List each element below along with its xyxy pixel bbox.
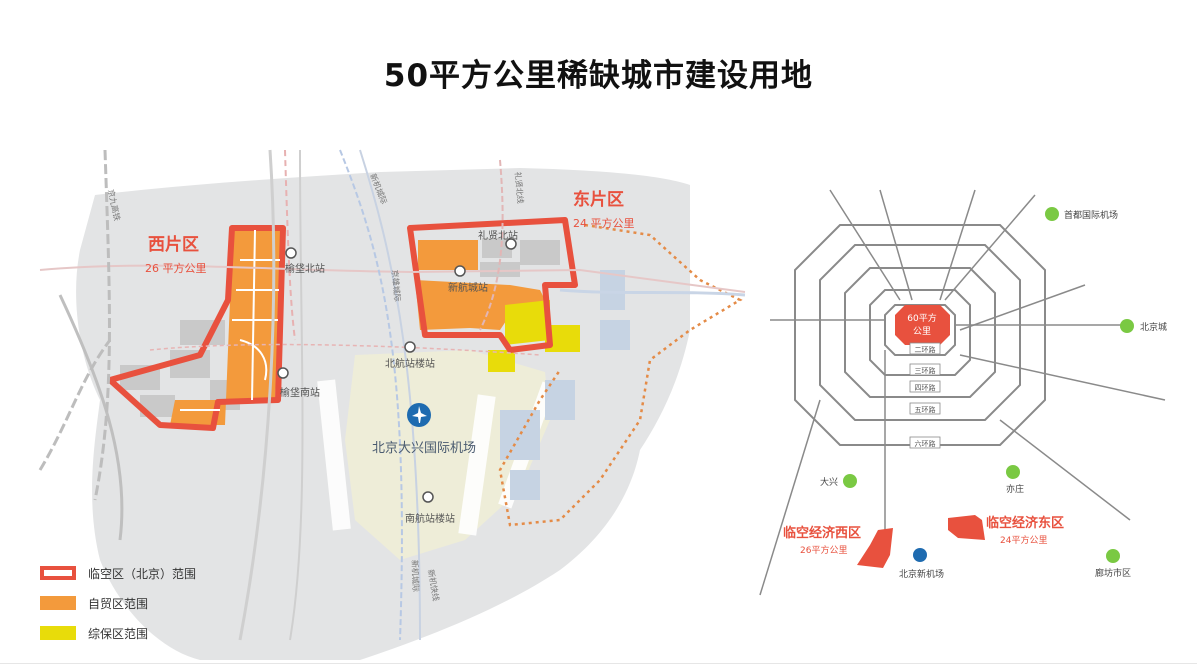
map-legend: 临空区（北京）范围 自贸区范围 综保区范围 (40, 558, 196, 648)
west-zone-area: 26 平方公里 (145, 261, 207, 275)
legend-label-boundary: 临空区（北京）范围 (88, 566, 197, 581)
right-east-zone-name: 临空经济东区 (986, 515, 1064, 531)
metro-icon-nanhang (422, 491, 434, 503)
station-icon-yufa-north (285, 247, 297, 259)
bottom-divider (0, 663, 1197, 664)
place-markers (843, 207, 1134, 563)
ring-label-4: 四环路 (915, 383, 936, 392)
center-box (895, 305, 950, 345)
blue-blocks-east (500, 270, 630, 500)
right-east-zone-shape (948, 515, 985, 540)
station-label-nanhang: 南航站楼站 (405, 512, 455, 525)
west-zone-boundary (107, 225, 286, 431)
legend-item-bonded: 综保区范围 (40, 618, 196, 648)
right-west-zone-shape (857, 528, 893, 568)
station-label-lixian-north: 礼贤北站 (478, 229, 518, 242)
station-icon-lixian-north (505, 238, 517, 250)
ring-label-3: 三环路 (915, 366, 936, 375)
right-west-zone-area: 26平方公里 (800, 544, 847, 556)
legend-swatch-ftz (40, 596, 76, 610)
rail-label-xinjicheng-bottom: 新机城际 (410, 560, 421, 592)
station-label-xinhang-city: 新航城站 (448, 281, 488, 294)
label-langfang: 廊坊市区 (1095, 567, 1131, 579)
radial-roads (759, 189, 1166, 596)
yizhuang-dot (1006, 465, 1020, 479)
label-beijing-east: 北京城 (1140, 321, 1167, 333)
legend-label-bonded: 综保区范围 (88, 626, 149, 641)
langfang-dot (1106, 549, 1120, 563)
label-yizhuang: 亦庄 (1006, 483, 1024, 495)
label-capital-airport: 首都国际机场 (1064, 209, 1118, 221)
center-box-line1: 60平方 (907, 312, 936, 324)
planning-boundary-dotted (498, 223, 743, 527)
station-markers (277, 238, 517, 503)
ring-labels: 二环路 三环路 四环路 五环路 六环路 (909, 342, 941, 449)
legend-swatch-bonded (40, 626, 76, 640)
east-zone-orange (415, 280, 545, 330)
east-zone-yellow (505, 300, 550, 345)
station-label-beihang: 北航站楼站 (385, 357, 435, 370)
capital-airport-icon (1045, 207, 1059, 221)
right-west-zone-name: 临空经济西区 (783, 525, 861, 541)
new-airport-icon (913, 548, 927, 562)
legend-item-boundary: 临空区（北京）范围 (40, 558, 196, 588)
label-new-airport: 北京新机场 (899, 568, 944, 580)
west-zone-streets (180, 229, 280, 411)
east-zone-boundary (407, 217, 578, 353)
plane-glyph (412, 406, 427, 423)
daxing-dot (843, 474, 857, 488)
ring-label-2: 二环路 (915, 345, 936, 354)
rail-label-jingxiong: 京雄城际 (390, 269, 403, 302)
station-icon-beihang (404, 341, 416, 353)
roads (38, 149, 746, 641)
east-zone-orange-north (418, 240, 478, 270)
left-map: 西片区 26 平方公里 东片区 24 平方公里 榆垡北站 榆垡南站 礼贤北站 新… (38, 149, 746, 660)
airport-label: 北京大兴国际机场 (372, 441, 476, 456)
right-map: 60平方 公里 二环路 三环路 四环路 五环路 六环路 首都国际机场 北京城 大… (759, 189, 1167, 596)
grey-blocks-east (480, 238, 560, 277)
ring-label-5: 五环路 (915, 405, 936, 414)
legend-item-ftz: 自贸区范围 (40, 588, 196, 618)
center-box-line2: 公里 (913, 326, 931, 337)
legend-label-ftz: 自贸区范围 (88, 596, 149, 611)
bonded-zone-yellow (488, 325, 580, 372)
station-icon-xinhang-city (454, 265, 466, 277)
station-label-yufa-north: 榆垡北站 (285, 262, 325, 275)
west-zone-name: 西片区 (148, 234, 199, 255)
beijing-east-dot (1120, 319, 1134, 333)
label-daxing: 大兴 (820, 476, 838, 488)
rail-label-lixian-line: 礼贤北线 (513, 171, 526, 204)
page-title: 50平方公里稀缺城市建设用地 (383, 58, 814, 94)
east-zone-area: 24 平方公里 (573, 216, 635, 230)
airport-area (345, 350, 550, 560)
station-icon-yufa-south (277, 367, 289, 379)
east-zone-name: 东片区 (573, 189, 624, 210)
station-label-yufa-south: 榆垡南站 (280, 386, 320, 399)
right-east-zone-area: 24平方公里 (1000, 534, 1047, 546)
legend-swatch-boundary (40, 566, 76, 580)
ring-label-6: 六环路 (915, 439, 936, 448)
